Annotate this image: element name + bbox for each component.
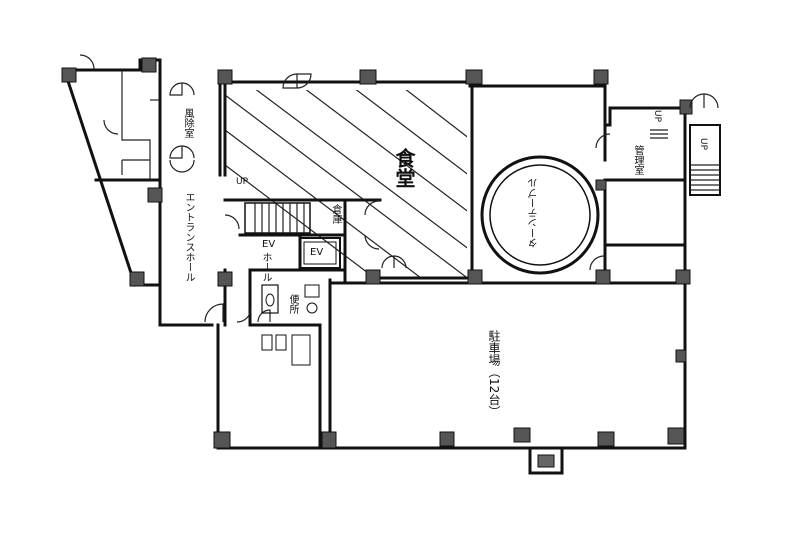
bottom-left-furniture: [261, 334, 311, 366]
doors: [79, 54, 719, 323]
stair-up-left: UP: [236, 177, 249, 187]
warehouse-label: 倉庫: [330, 204, 341, 224]
left-wing-walls: [121, 70, 160, 180]
core-stair: [244, 202, 311, 234]
toilet-label: 便所: [287, 294, 298, 314]
ev-hall-label: ホール: [260, 252, 271, 282]
manager-room-label: 管理室: [632, 145, 643, 175]
elevator-shaft: [299, 237, 341, 269]
elevator-label: EV: [310, 247, 324, 258]
stair-up-top: UP: [652, 110, 662, 123]
parking-label: 駐車場（12台）: [487, 330, 501, 418]
columns: [61, 57, 693, 449]
toilet-fixtures: [261, 284, 320, 314]
bottom-bump: [528, 446, 564, 475]
turntable-label: ターンテーブル: [529, 178, 540, 248]
right-stair: [650, 124, 721, 196]
dining-label: 食堂: [392, 148, 416, 188]
dining-hatch: [225, 90, 467, 278]
wind-room-label: 風除室: [182, 108, 193, 138]
ev-hall-label-ev: EV: [262, 239, 276, 250]
turntable: [480, 155, 600, 275]
stair-up-right: UP: [698, 138, 708, 151]
entrance-hall-label: エントランスホール: [183, 192, 194, 282]
outer-walls: [64, 58, 687, 450]
